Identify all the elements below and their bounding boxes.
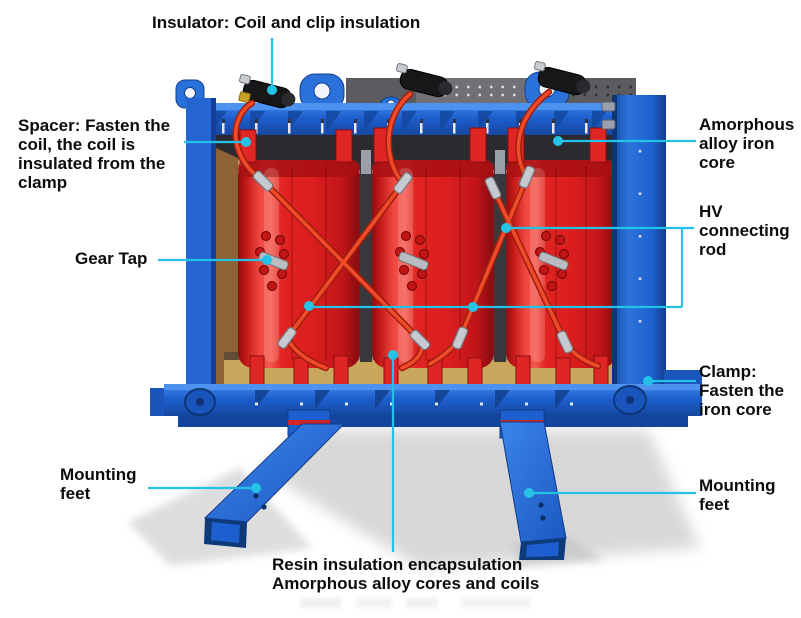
label-spacer: Spacer: Fasten the coil, the coil is ins…	[18, 116, 171, 192]
leader-spacer	[184, 137, 251, 147]
gear-tap-cluster-3	[534, 230, 570, 292]
mounting-foot-left	[203, 409, 346, 548]
insulator-3	[534, 61, 591, 96]
cable-ferrules	[252, 165, 574, 354]
label-mounting-feet-left: Mounting feet	[60, 465, 137, 503]
insulator-1	[238, 74, 296, 109]
coil-1	[238, 160, 360, 368]
leader-amorphous-core	[553, 136, 696, 146]
top-clamp-beam	[186, 103, 642, 135]
mounting-foot-right	[499, 409, 567, 560]
label-clamp: Clamp: Fasten the iron core	[699, 362, 785, 419]
leader-resin	[388, 350, 398, 552]
label-amorphous-core: Amorphous alloy iron core	[699, 115, 795, 172]
leader-hv-rod	[304, 223, 694, 312]
label-gear-tap: Gear Tap	[75, 249, 148, 268]
faint-watermark	[300, 598, 530, 608]
leader-mounting-left	[148, 483, 261, 493]
label-mounting-feet-right: Mounting feet	[699, 476, 776, 514]
insulators	[238, 61, 591, 109]
gear-tap-cluster-2	[394, 230, 430, 292]
leader-clamp	[643, 376, 696, 386]
leader-gear-tap	[158, 255, 272, 265]
hv-cables	[232, 88, 602, 372]
label-insulator: Insulator: Coil and clip insulation	[152, 13, 421, 32]
label-resin: Resin insulation encapsulation Amorphous…	[272, 555, 540, 593]
leader-mounting-right	[524, 488, 696, 498]
label-hv-rod: HV connecting rod	[699, 202, 790, 259]
insulator-2	[396, 63, 453, 98]
left-clamp-column	[186, 98, 216, 414]
right-clamp-column	[601, 95, 666, 417]
leader-insulator	[267, 38, 277, 95]
